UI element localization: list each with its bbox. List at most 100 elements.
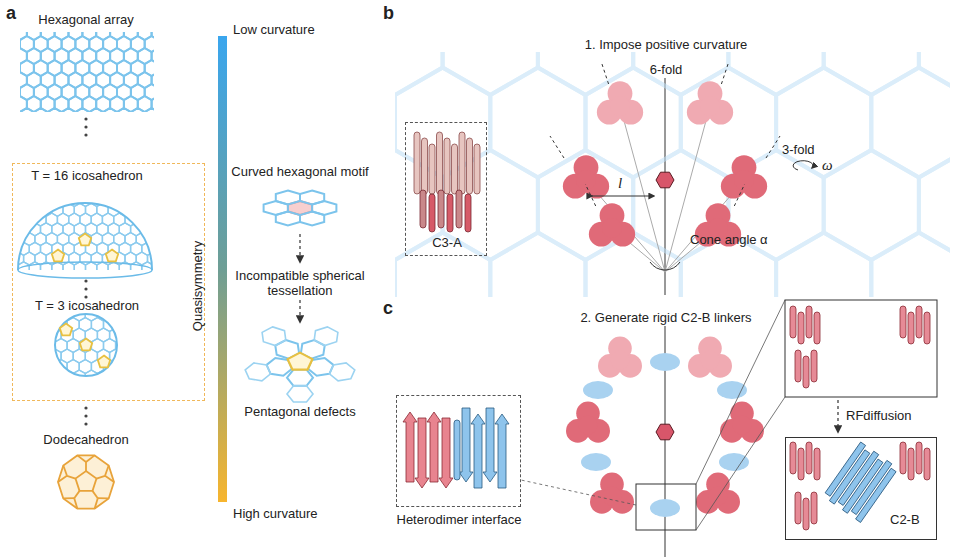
- hexagon: [24, 213, 35, 226]
- motif-label: Incompatible spherical tessellation: [230, 268, 370, 298]
- axis-label: 3-fold: [782, 142, 815, 157]
- hexagon: [62, 108, 76, 112]
- c3-trimer: [687, 81, 733, 124]
- hexagon: [20, 108, 34, 112]
- edge: [98, 497, 109, 499]
- helix: [467, 138, 473, 194]
- hexagon: [85, 370, 97, 384]
- edge: [96, 476, 105, 479]
- motif-label: Curved hexagonal motif: [231, 164, 368, 179]
- hexagon: [262, 327, 286, 346]
- hexagon: [116, 318, 128, 332]
- hexagon: [49, 370, 61, 384]
- hexagon: [490, 68, 585, 178]
- c2b-linker: [650, 499, 680, 517]
- method-label: RFdiffusion: [846, 408, 912, 423]
- helix: [437, 132, 443, 194]
- hexagon: [24, 194, 35, 207]
- pentagon: [60, 324, 72, 336]
- protein-core: [579, 416, 598, 435]
- beta-strand: [471, 414, 485, 488]
- hexagon: [37, 328, 49, 342]
- dot: [84, 414, 87, 417]
- protein-core: [733, 416, 752, 435]
- dome-rim: [18, 262, 152, 278]
- hexagon: [329, 363, 354, 381]
- cone-line: [665, 106, 710, 272]
- structure-inset: C3-A: [405, 122, 487, 256]
- helix: [444, 138, 450, 194]
- c3-trimer: [566, 401, 610, 442]
- hexagon: [117, 108, 131, 112]
- edge: [67, 476, 76, 479]
- hexagon: [300, 212, 324, 226]
- protein-core: [700, 96, 720, 116]
- step-title: 1. Impose positive curvature: [585, 37, 748, 52]
- edge: [105, 466, 109, 476]
- edge: [74, 498, 77, 508]
- hexagon: [145, 108, 154, 112]
- hexagon: [116, 360, 128, 374]
- hexagon: [490, 233, 585, 298]
- edge: [58, 476, 67, 482]
- dot: [84, 117, 87, 120]
- hexagon: [824, 150, 919, 260]
- group-label: Quasisymmetry: [190, 241, 205, 331]
- hexagonal-lattice-background: [395, 52, 950, 297]
- hexagon: [1, 194, 12, 207]
- hexagon: [142, 223, 153, 236]
- helix: [447, 194, 453, 232]
- hexagon: [131, 108, 145, 112]
- hexagon: [276, 191, 300, 205]
- quasisymmetry-group: T = 16 icosahedronT = 3 icosahedronQuasi…: [12, 163, 205, 401]
- hexagon: [125, 194, 136, 207]
- hexagon: [46, 272, 57, 285]
- c3-trimer: [590, 472, 634, 513]
- leader-line: [521, 480, 636, 505]
- angle-label: Cone angle α: [690, 232, 768, 247]
- edge: [95, 498, 98, 508]
- panel-letter: b: [383, 3, 394, 23]
- hexagon: [18, 203, 29, 216]
- hexagon: [142, 203, 153, 216]
- dot: [84, 422, 87, 425]
- hexagon: [148, 272, 159, 285]
- protein-core: [603, 487, 622, 506]
- hexagon: [96, 32, 110, 40]
- hexagon: [148, 233, 159, 246]
- helix: [795, 350, 801, 382]
- helix: [811, 492, 817, 524]
- hexagon: [110, 370, 122, 384]
- dashed-arrow: [299, 234, 300, 262]
- hexagon: [131, 203, 142, 216]
- threefold-axis: [734, 184, 744, 206]
- edge: [63, 497, 74, 499]
- hexagon: [55, 32, 69, 40]
- pentagon: [106, 250, 118, 262]
- helix: [814, 448, 820, 480]
- helix: [803, 356, 809, 388]
- hexagon: [48, 108, 62, 112]
- c3-trimer: [696, 472, 740, 513]
- helix: [790, 442, 796, 474]
- dashed-arrow: [837, 400, 838, 432]
- pentagon: [52, 250, 64, 262]
- zoom-box: [636, 484, 696, 530]
- hexagon: [287, 370, 313, 386]
- beta-strand: [403, 412, 417, 482]
- helix: [422, 138, 428, 194]
- beta-strand: [459, 408, 473, 482]
- leader-line: [696, 397, 785, 530]
- pentagon: [80, 339, 92, 351]
- hexagon: [122, 370, 134, 384]
- hexagon: [73, 370, 85, 384]
- sixfold-symbol: [656, 424, 674, 440]
- helix: [811, 350, 817, 382]
- inset-cartoon: [790, 442, 930, 530]
- hexagon: [75, 108, 89, 112]
- dashed-arrow: [299, 300, 300, 322]
- structure-label: C3-A: [432, 235, 462, 250]
- helix: [474, 144, 480, 194]
- hexagonal-array: [20, 32, 154, 112]
- edge: [74, 491, 79, 498]
